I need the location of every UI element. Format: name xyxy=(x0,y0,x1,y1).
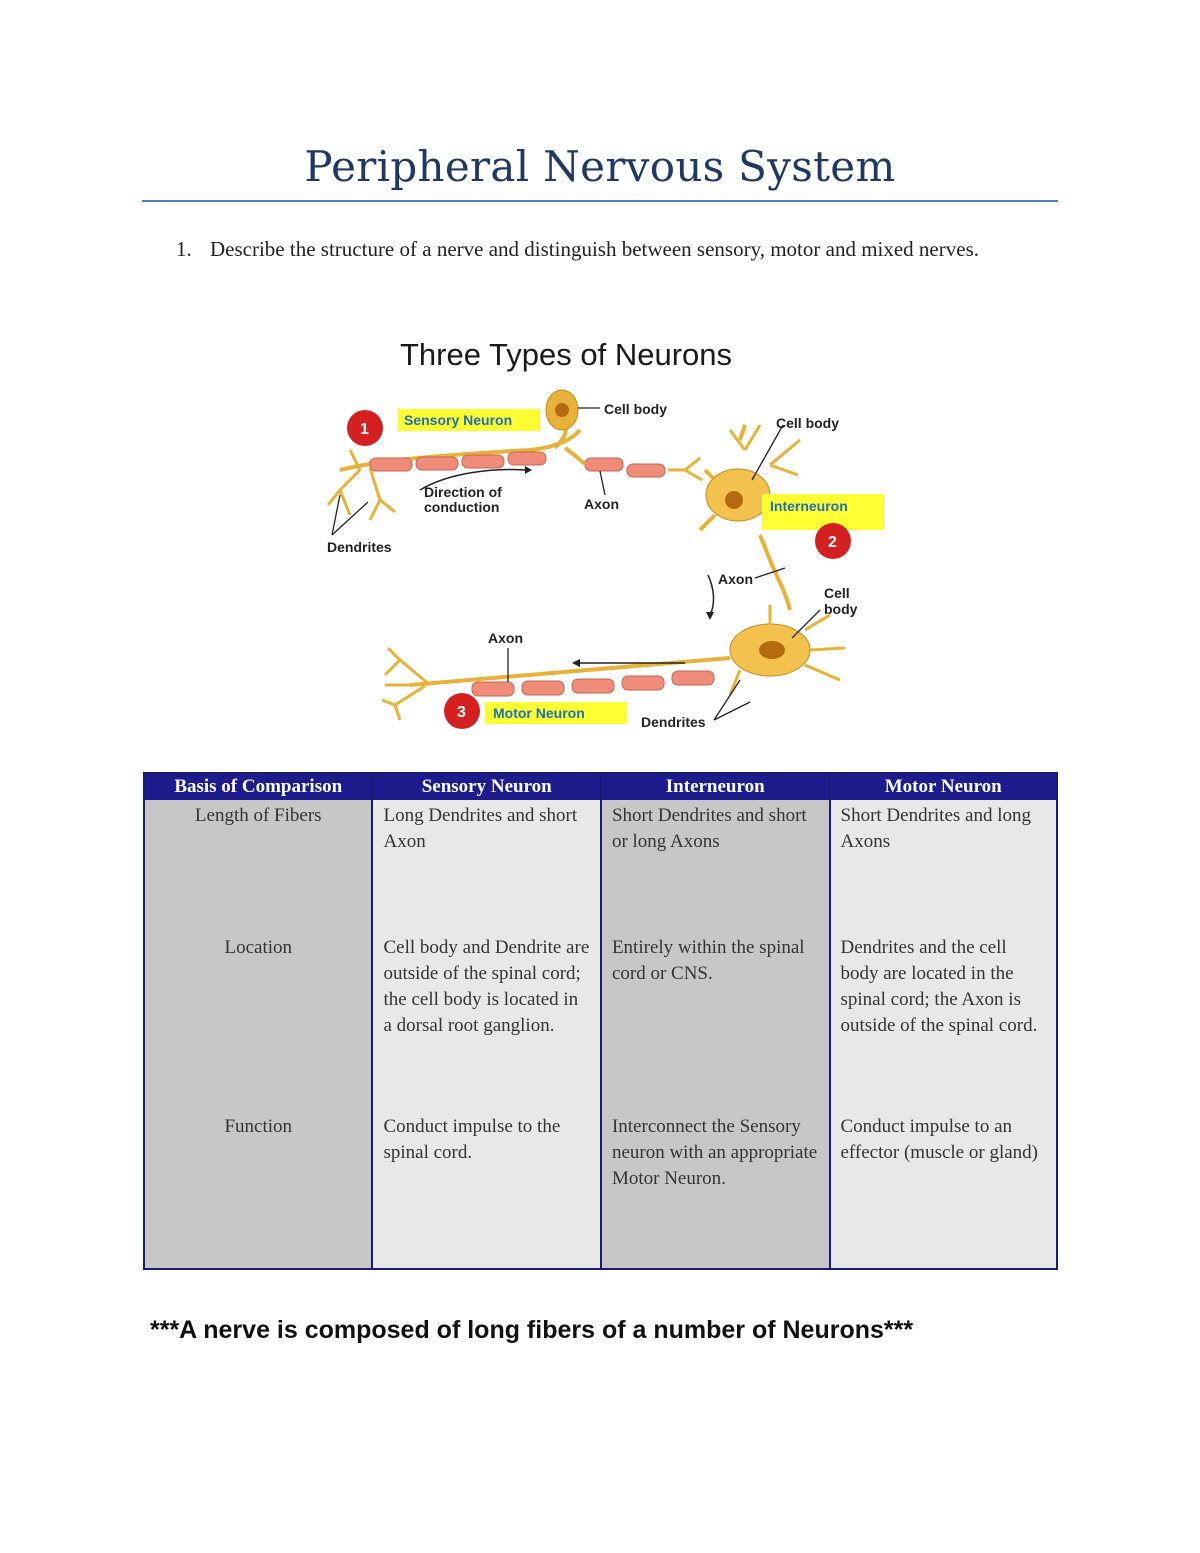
badge-1 xyxy=(347,410,383,446)
badge-2-number: 2 xyxy=(828,534,837,551)
figure-title: Three Types of Neurons xyxy=(400,337,732,372)
question-item: 1. Describe the structure of a nerve and… xyxy=(176,228,1036,270)
cell-sensory: Cell body and Dendrite are outside of th… xyxy=(372,932,602,1112)
label-interneuron: Interneuron xyxy=(770,498,848,514)
cell-interneuron: Interconnect the Sensory neuron with an … xyxy=(600,1111,831,1269)
table-row: Location Cell body and Dendrite are outs… xyxy=(144,932,1058,1112)
header-interneuron: Interneuron xyxy=(600,773,831,800)
title-divider xyxy=(142,200,1058,202)
label-sensory-neuron: Sensory Neuron xyxy=(404,412,512,428)
header-basis: Basis of Comparison xyxy=(144,773,374,800)
cell-motor: Dendrites and the cell body are located … xyxy=(829,932,1058,1112)
cell-sensory: Long Dendrites and short Axon xyxy=(372,800,602,933)
label-direction-1: Direction of xyxy=(424,484,502,500)
label-axon-2: Axon xyxy=(718,571,753,587)
row-label: Function xyxy=(144,1111,374,1269)
question-text: Describe the structure of a nerve and di… xyxy=(210,237,979,261)
sensory-neuron xyxy=(326,389,703,521)
label-cell-body-3b: body xyxy=(824,601,858,617)
cell-motor: Conduct impulse to an effector (muscle o… xyxy=(829,1111,1058,1269)
label-dendrites-2: Dendrites xyxy=(641,714,706,730)
label-dendrites-1: Dendrites xyxy=(327,539,392,555)
neuron-diagram: Three Types of Neurons xyxy=(326,337,884,730)
cell-interneuron: Short Dendrites and short or long Axons xyxy=(600,800,831,933)
cell-interneuron: Entirely within the spinal cord or CNS. xyxy=(600,932,831,1112)
label-motor-neuron: Motor Neuron xyxy=(493,705,585,721)
row-label: Location xyxy=(144,932,374,1112)
label-axon-3: Axon xyxy=(488,630,523,646)
neuron-types-figure: Three Types of Neurons xyxy=(300,330,900,740)
badge-2 xyxy=(815,523,851,559)
table-header-row: Basis of Comparison Sensory Neuron Inter… xyxy=(144,773,1058,800)
label-cell-body-3a: Cell xyxy=(824,585,850,601)
cell-sensory: Conduct impulse to the spinal cord. xyxy=(372,1111,602,1269)
question-number: 1. xyxy=(176,237,192,261)
label-direction-2: conduction xyxy=(424,499,499,515)
label-axon-1: Axon xyxy=(584,496,619,512)
table-row: Length of Fibers Long Dendrites and shor… xyxy=(144,800,1058,933)
page-title: Peripheral Nervous System xyxy=(304,142,896,191)
badge-1-number: 1 xyxy=(360,421,369,438)
label-cell-body-1: Cell body xyxy=(604,401,667,417)
comparison-table: Basis of Comparison Sensory Neuron Inter… xyxy=(143,772,1058,1270)
header-sensory: Sensory Neuron xyxy=(372,773,602,800)
label-cell-body-2: Cell body xyxy=(776,415,839,431)
cell-motor: Short Dendrites and long Axons xyxy=(829,800,1058,933)
footer-note: ***A nerve is composed of long fibers of… xyxy=(150,1316,914,1344)
badge-3 xyxy=(444,693,480,729)
row-label: Length of Fibers xyxy=(144,800,374,933)
badge-3-number: 3 xyxy=(457,704,466,721)
header-motor: Motor Neuron xyxy=(829,773,1058,800)
table-row: Function Conduct impulse to the spinal c… xyxy=(144,1111,1058,1269)
interneuron xyxy=(698,424,801,611)
